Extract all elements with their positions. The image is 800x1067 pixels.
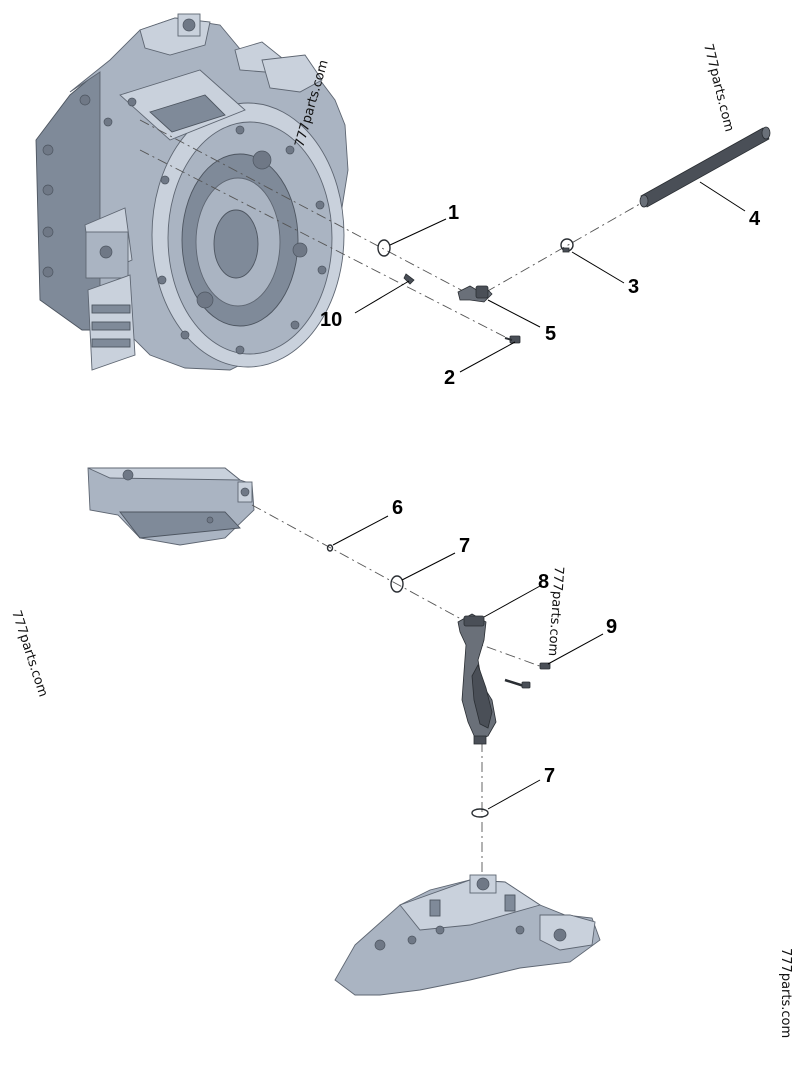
callout-6: 6 bbox=[392, 497, 403, 519]
watermark-left: 777parts.com bbox=[8, 609, 50, 699]
oil-pan-corner bbox=[87, 467, 255, 546]
part-10-clip bbox=[403, 273, 415, 285]
watermark-center: 777parts.com bbox=[545, 566, 566, 657]
bottom-assembly-axes bbox=[251, 504, 546, 880]
callout-9: 9 bbox=[606, 616, 617, 638]
part-2-bolt bbox=[504, 335, 521, 344]
watermark-top-right: 777parts.com bbox=[700, 42, 736, 133]
callout-8: 8 bbox=[538, 571, 549, 593]
bottom-leaders bbox=[332, 515, 604, 810]
part-3-hose-clamp bbox=[560, 238, 574, 253]
top-assembly-axes bbox=[139, 119, 646, 343]
part-1-o-ring bbox=[377, 239, 391, 257]
callout-5: 5 bbox=[545, 323, 556, 345]
part-8-oil-tube-bracket bbox=[457, 613, 497, 745]
part-7-o-ring-upper bbox=[390, 575, 404, 593]
callout-7-upper: 7 bbox=[459, 535, 470, 557]
callout-10: 10 bbox=[320, 309, 342, 331]
top-leaders bbox=[354, 181, 746, 373]
part-9-bolt-upper bbox=[539, 662, 551, 670]
watermark-bottom-right: 777parts.com bbox=[778, 948, 793, 1038]
crankcase-section bbox=[334, 874, 601, 996]
callout-4: 4 bbox=[749, 208, 761, 230]
part-4-hose bbox=[639, 126, 771, 208]
callout-7-lower: 7 bbox=[544, 765, 555, 787]
flywheel-housing bbox=[35, 13, 349, 371]
part-9-bolt-lower bbox=[504, 678, 531, 689]
callout-3: 3 bbox=[628, 276, 639, 298]
part-7-o-ring-lower bbox=[471, 808, 489, 818]
callout-1: 1 bbox=[448, 202, 459, 224]
part-5-elbow-fitting bbox=[457, 285, 493, 303]
callout-labels: 1 2 3 4 5 6 7 7 8 9 10 bbox=[320, 202, 761, 787]
callout-2: 2 bbox=[444, 367, 455, 389]
part-6-small-seal bbox=[326, 544, 334, 552]
